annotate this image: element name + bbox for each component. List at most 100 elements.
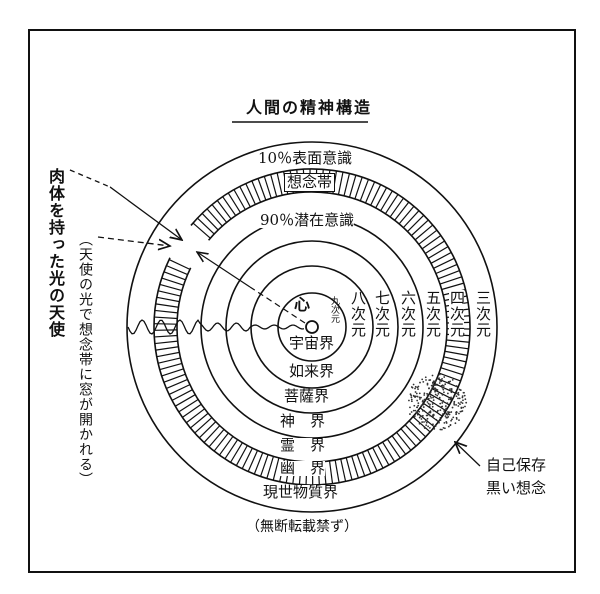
band-hatch	[157, 297, 180, 301]
band-hatch	[407, 215, 423, 231]
band-hatch	[401, 429, 416, 446]
band-hatch	[444, 357, 466, 362]
band-hatch	[212, 205, 227, 223]
band-hatch	[202, 213, 218, 230]
band-hatch	[164, 374, 186, 382]
band-hatch	[415, 225, 433, 240]
band-hatch	[338, 172, 343, 195]
dimension-4: 四次元	[449, 290, 464, 338]
band-label: 想念帯	[284, 173, 335, 192]
band-hatch	[158, 358, 180, 363]
band-hatch	[156, 304, 179, 307]
band-hatch	[164, 272, 186, 280]
band-hatch	[411, 220, 428, 236]
heart-label: 心	[294, 297, 310, 313]
band-hatch	[335, 460, 339, 483]
band-hatch	[277, 173, 282, 195]
band-hatch	[231, 443, 243, 463]
realm-physical: 現世物質界	[263, 485, 338, 500]
band-hatch	[267, 456, 274, 478]
band-hatch	[155, 310, 178, 312]
black-thought-label: 黒い想念	[486, 481, 546, 496]
angel-label: 肉体を持った光の天使	[47, 168, 63, 338]
heart-point	[306, 321, 318, 333]
realm-bodhisattva: 菩薩界	[284, 389, 329, 404]
band-hatch	[442, 283, 464, 289]
band-hatch	[264, 176, 271, 198]
dimension-9: 九次元	[329, 296, 338, 323]
self-preservation-label: 自己保存	[486, 458, 546, 473]
band-hatch	[396, 432, 410, 450]
band-hatch	[399, 206, 414, 224]
band-hatch	[392, 436, 406, 455]
band-hatch	[352, 456, 359, 478]
band-hatch	[154, 317, 177, 318]
band-hatch	[154, 336, 177, 337]
band-hatch	[223, 197, 236, 216]
band-hatch	[441, 368, 463, 375]
band-hatch	[442, 362, 464, 368]
band-hatch	[214, 433, 228, 451]
band-hatch	[162, 369, 184, 376]
band-hatch	[179, 400, 198, 412]
band-hatch	[346, 458, 352, 480]
band-hatch	[158, 291, 180, 296]
band-hatch	[186, 409, 204, 423]
surface-label: 10％表面意識	[258, 151, 352, 166]
dimension-7: 七次元	[374, 290, 389, 338]
band-hatch	[440, 277, 462, 284]
band-hatch	[175, 395, 195, 407]
band-hatch	[197, 218, 214, 234]
band-hatch	[445, 351, 468, 355]
arrow-heart	[197, 252, 250, 287]
band-hatch	[199, 422, 215, 438]
band-hatch	[357, 454, 365, 476]
band-hatch	[428, 247, 448, 259]
band-hatch	[193, 223, 210, 238]
band-hatch	[271, 175, 277, 197]
band-hatch	[162, 278, 184, 285]
realm-tathagata: 如来界	[289, 364, 334, 379]
band-hatch	[381, 191, 393, 211]
realm-spirit: 霊 界	[280, 438, 325, 453]
band-hatch	[446, 346, 469, 349]
dimension-5: 五次元	[425, 290, 440, 338]
band-hatch	[225, 440, 238, 459]
band-hatch	[405, 425, 421, 442]
band-hatch	[204, 426, 220, 443]
band-hatch	[217, 201, 231, 219]
band-hatch	[403, 211, 419, 228]
band-hatch	[409, 421, 426, 437]
band-hatch	[349, 175, 355, 197]
arrow-window	[98, 237, 170, 246]
band-hatch	[190, 413, 208, 428]
band-hatch	[425, 241, 444, 254]
window-note: （天使の光で想念帯に窓が開かれる）	[78, 232, 92, 487]
band-hatch	[387, 439, 400, 458]
band-hatch	[219, 436, 232, 455]
page-title: 人間の精神構造	[246, 100, 372, 116]
arrow-black-thought	[455, 442, 480, 466]
band-hatch	[207, 209, 222, 226]
band-hatch	[160, 363, 182, 369]
dimension-3: 三次元	[475, 290, 490, 338]
band-hatch	[157, 352, 180, 356]
band-hatch	[355, 177, 362, 199]
band-hatch	[422, 236, 441, 249]
band-hatch	[446, 340, 469, 342]
band-hatch	[261, 455, 268, 477]
band-hatch	[395, 202, 409, 220]
realm-cosmic: 宇宙界	[289, 336, 334, 351]
band-hatch	[344, 174, 349, 196]
band-hatch	[182, 404, 201, 417]
band-hatch	[160, 284, 182, 290]
band-hatch	[228, 193, 240, 213]
dimension-6: 六次元	[400, 290, 415, 338]
arrow-angel	[70, 170, 182, 240]
realm-astral: 幽 界	[280, 461, 325, 476]
subconscious-label: 90％潜在意識	[260, 213, 354, 228]
footer-note: （無断転載禁ず）	[246, 520, 358, 534]
band-hatch	[390, 198, 403, 217]
band-hatch	[273, 458, 279, 480]
